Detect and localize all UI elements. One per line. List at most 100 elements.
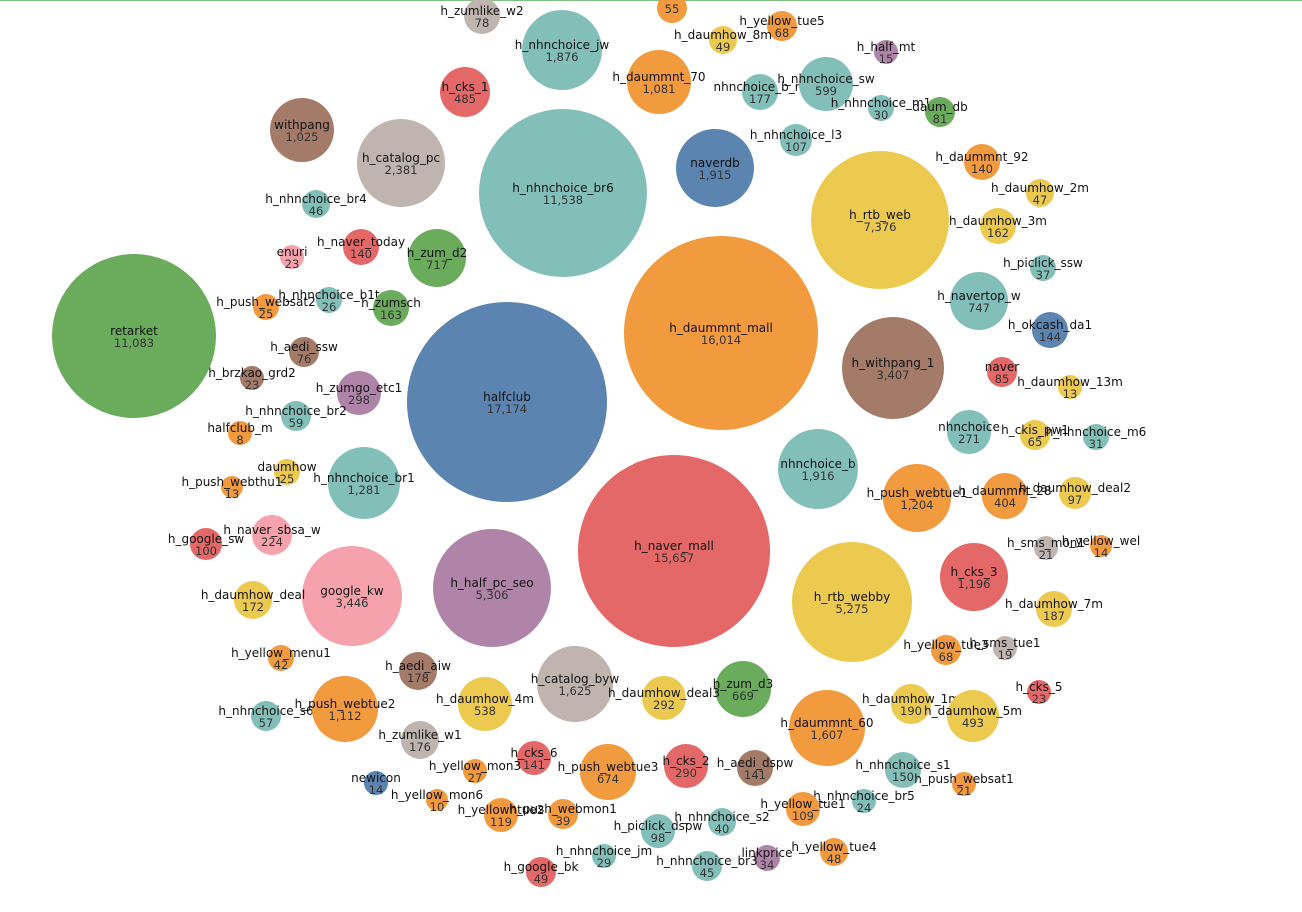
bubble-circle-h-push-webtue3[interactable]: [580, 744, 636, 800]
bubble-h-cks-3[interactable]: h_cks_31,196: [940, 543, 1008, 611]
bubble-circle-h-nhnchoice-jm[interactable]: [592, 844, 616, 868]
bubble-circle-h-nhnchoice-m1[interactable]: [868, 95, 894, 121]
bubble-circle-h-ckis-pw1[interactable]: [1020, 420, 1050, 450]
bubble-circle-h-cks-2[interactable]: [664, 744, 708, 788]
bubble-circle-h-daummnt-70[interactable]: [627, 50, 691, 114]
bubble-circle-naverdb[interactable]: [676, 129, 754, 207]
bubble-circle-h-daummnt-92[interactable]: [964, 144, 1000, 180]
bubble-circle-h-nhnchoice-br1[interactable]: [328, 447, 400, 519]
bubble-circle-h-nhnchoice-l3[interactable]: [780, 124, 812, 156]
bubble-circle-h-brzkao-grd2[interactable]: [240, 366, 264, 390]
bubble-circle-h-withpang-1[interactable]: [842, 317, 944, 419]
bubble-circle-h-aedi-aiw[interactable]: [399, 652, 437, 690]
bubble-circle-h-yellow-wel[interactable]: [1090, 535, 1112, 557]
bubble-circle-h-cks-3[interactable]: [940, 543, 1008, 611]
bubble-circle-retarket[interactable]: [52, 254, 216, 418]
bubble-nhnchoice-b[interactable]: nhnchoice_b1,916: [778, 429, 858, 509]
bubble-circle-h-aedi-ssw[interactable]: [289, 337, 319, 367]
bubble-circle-halfclub[interactable]: [407, 302, 607, 502]
bubble-circle-daumhow[interactable]: [274, 459, 300, 485]
bubble-circle-h-rtb-web[interactable]: [811, 151, 949, 289]
bubble-circle-h-yellow-tue1[interactable]: [786, 792, 820, 826]
bubble-circle-h-zum-d3[interactable]: [715, 661, 771, 717]
bubble-circle-h-rtb-webby[interactable]: [792, 542, 912, 662]
bubble-circle-h-yellow-mon3[interactable]: [463, 759, 487, 783]
bubble-h-daummnt-60[interactable]: h_daummnt_601,607: [780, 690, 874, 766]
bubble-circle-h-push-websat2[interactable]: [253, 294, 279, 320]
bubble-circle-h-yellow-tue3[interactable]: [931, 635, 961, 665]
bubble-circle-h-daumhow-1m[interactable]: [891, 684, 931, 724]
bubble-value-55[interactable]: 55: [657, 0, 687, 23]
bubble-circle-halfclub-m[interactable]: [228, 421, 252, 445]
bubble-h-nhnchoice-jw[interactable]: h_nhnchoice_jw1,876: [515, 10, 610, 90]
bubble-circle-linkprice[interactable]: [754, 845, 780, 871]
bubble-circle-h-push-webmon1[interactable]: [548, 799, 578, 829]
bubble-h-catalog-pc[interactable]: h_catalog_pc2,381: [357, 119, 445, 207]
bubble-circle-h-piclick-ssw[interactable]: [1030, 255, 1056, 281]
bubble-circle-h-naver-today[interactable]: [343, 229, 379, 265]
bubble-circle-h-yellowhtue2[interactable]: [484, 798, 518, 832]
bubble-circle-h-daummnt-mall[interactable]: [624, 236, 818, 430]
bubble-circle-h-nhnchoice-br5[interactable]: [852, 789, 876, 813]
bubble-circle-h-yellow-mon6[interactable]: [426, 789, 448, 811]
bubble-circle-h-zumlike-w1[interactable]: [401, 721, 439, 759]
bubble-circle-h-cks-5[interactable]: [1027, 680, 1051, 704]
bubble-circle-daum-db[interactable]: [925, 97, 955, 127]
bubble-circle-h-nhnchoice-s2[interactable]: [708, 808, 736, 836]
bubble-circle-h-nhnchoice-jw[interactable]: [522, 10, 602, 90]
bubble-circle-h-daumhow-3m[interactable]: [980, 208, 1016, 244]
bubble-circle-h-nhnchoice-s1[interactable]: [885, 752, 921, 788]
bubble-circle-h-nhnchoice-br3[interactable]: [692, 851, 722, 881]
bubble-circle-h-zumgo-etc1[interactable]: [337, 371, 381, 415]
bubble-circle-h-nhnchoice-s6[interactable]: [251, 701, 281, 731]
bubble-circle-h-okcash-da1[interactable]: [1032, 312, 1068, 348]
bubble-circle-h-cks-1[interactable]: [440, 67, 490, 117]
bubble-circle-h-nhnchoice-br6[interactable]: [479, 109, 647, 277]
bubble-circle-nhnchoice-b-m[interactable]: [742, 74, 778, 110]
bubble-circle-h-daumhow-deal2[interactable]: [1059, 477, 1091, 509]
bubble-circle-newicon[interactable]: [364, 771, 388, 795]
bubble-circle-h-push-webtue2[interactable]: [312, 676, 378, 742]
